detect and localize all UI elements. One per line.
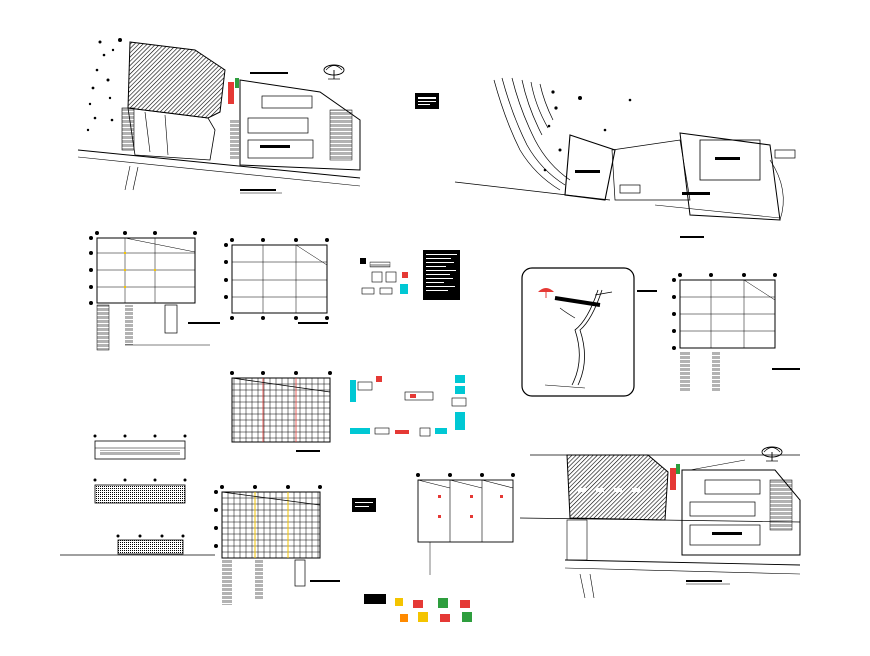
- title-block-icon: [352, 498, 376, 512]
- building-hatched-roof: [127, 41, 226, 119]
- access-road: [121, 107, 135, 151]
- floor-plan-structural-3: [672, 273, 800, 392]
- tree-icon: [761, 446, 783, 462]
- connection-details: [350, 375, 467, 437]
- location-map: [521, 267, 657, 397]
- building-outline-east: [239, 79, 361, 171]
- framing-plan-lower: [214, 485, 340, 605]
- frame-section: [416, 473, 515, 575]
- floor-plan-structural-1: [89, 231, 220, 351]
- site-plan-top-left: [77, 38, 361, 194]
- site-plan-top-right: [454, 77, 796, 238]
- stair-highlight: [228, 82, 234, 104]
- tree-icon: [323, 64, 345, 80]
- roof-framing-plan: [230, 371, 332, 452]
- site-plan-bottom-right: [519, 446, 801, 599]
- building-outline-north-east: [679, 132, 781, 221]
- title-block-icon: [415, 93, 439, 109]
- road-edge: [77, 149, 361, 179]
- site-yard: [127, 107, 216, 161]
- building-hatched-roof: [566, 454, 669, 521]
- notes-table: [423, 250, 460, 300]
- elevation-2: [93, 478, 187, 504]
- terrain-contours: [86, 38, 122, 132]
- detail-block-a: [360, 258, 408, 295]
- elevation-1: [93, 434, 187, 460]
- north-arrow-icon: [538, 288, 554, 298]
- floor-plan-structural-2: [224, 238, 329, 324]
- detail-block-b: [364, 594, 472, 622]
- elevation-3: [60, 534, 215, 556]
